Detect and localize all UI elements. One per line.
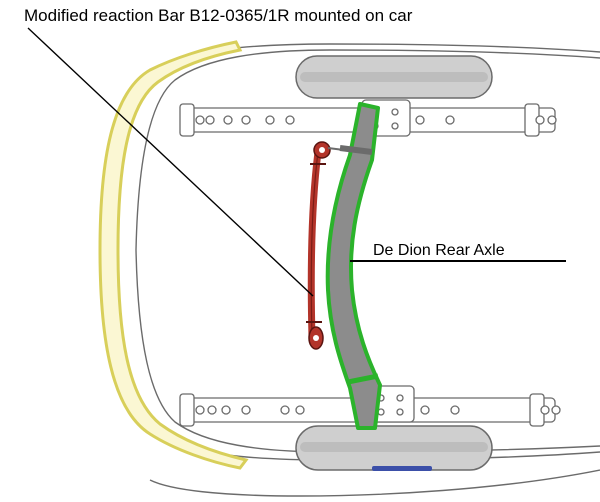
de-dion-axle xyxy=(325,102,382,430)
reaction-bar xyxy=(306,141,331,350)
upper-wheel xyxy=(295,55,493,99)
axle-label: De Dion Rear Axle xyxy=(373,242,505,259)
axle-upper-collar xyxy=(339,145,373,155)
reaction-bar-leader-line xyxy=(27,27,314,297)
reaction-bar-link xyxy=(327,147,361,153)
reaction-bar-label: Modified reaction Bar B12-0365/1R mounte… xyxy=(24,6,413,25)
axle-lower-collar xyxy=(347,373,379,385)
lower-wheel xyxy=(295,425,493,471)
bumper xyxy=(98,40,249,470)
